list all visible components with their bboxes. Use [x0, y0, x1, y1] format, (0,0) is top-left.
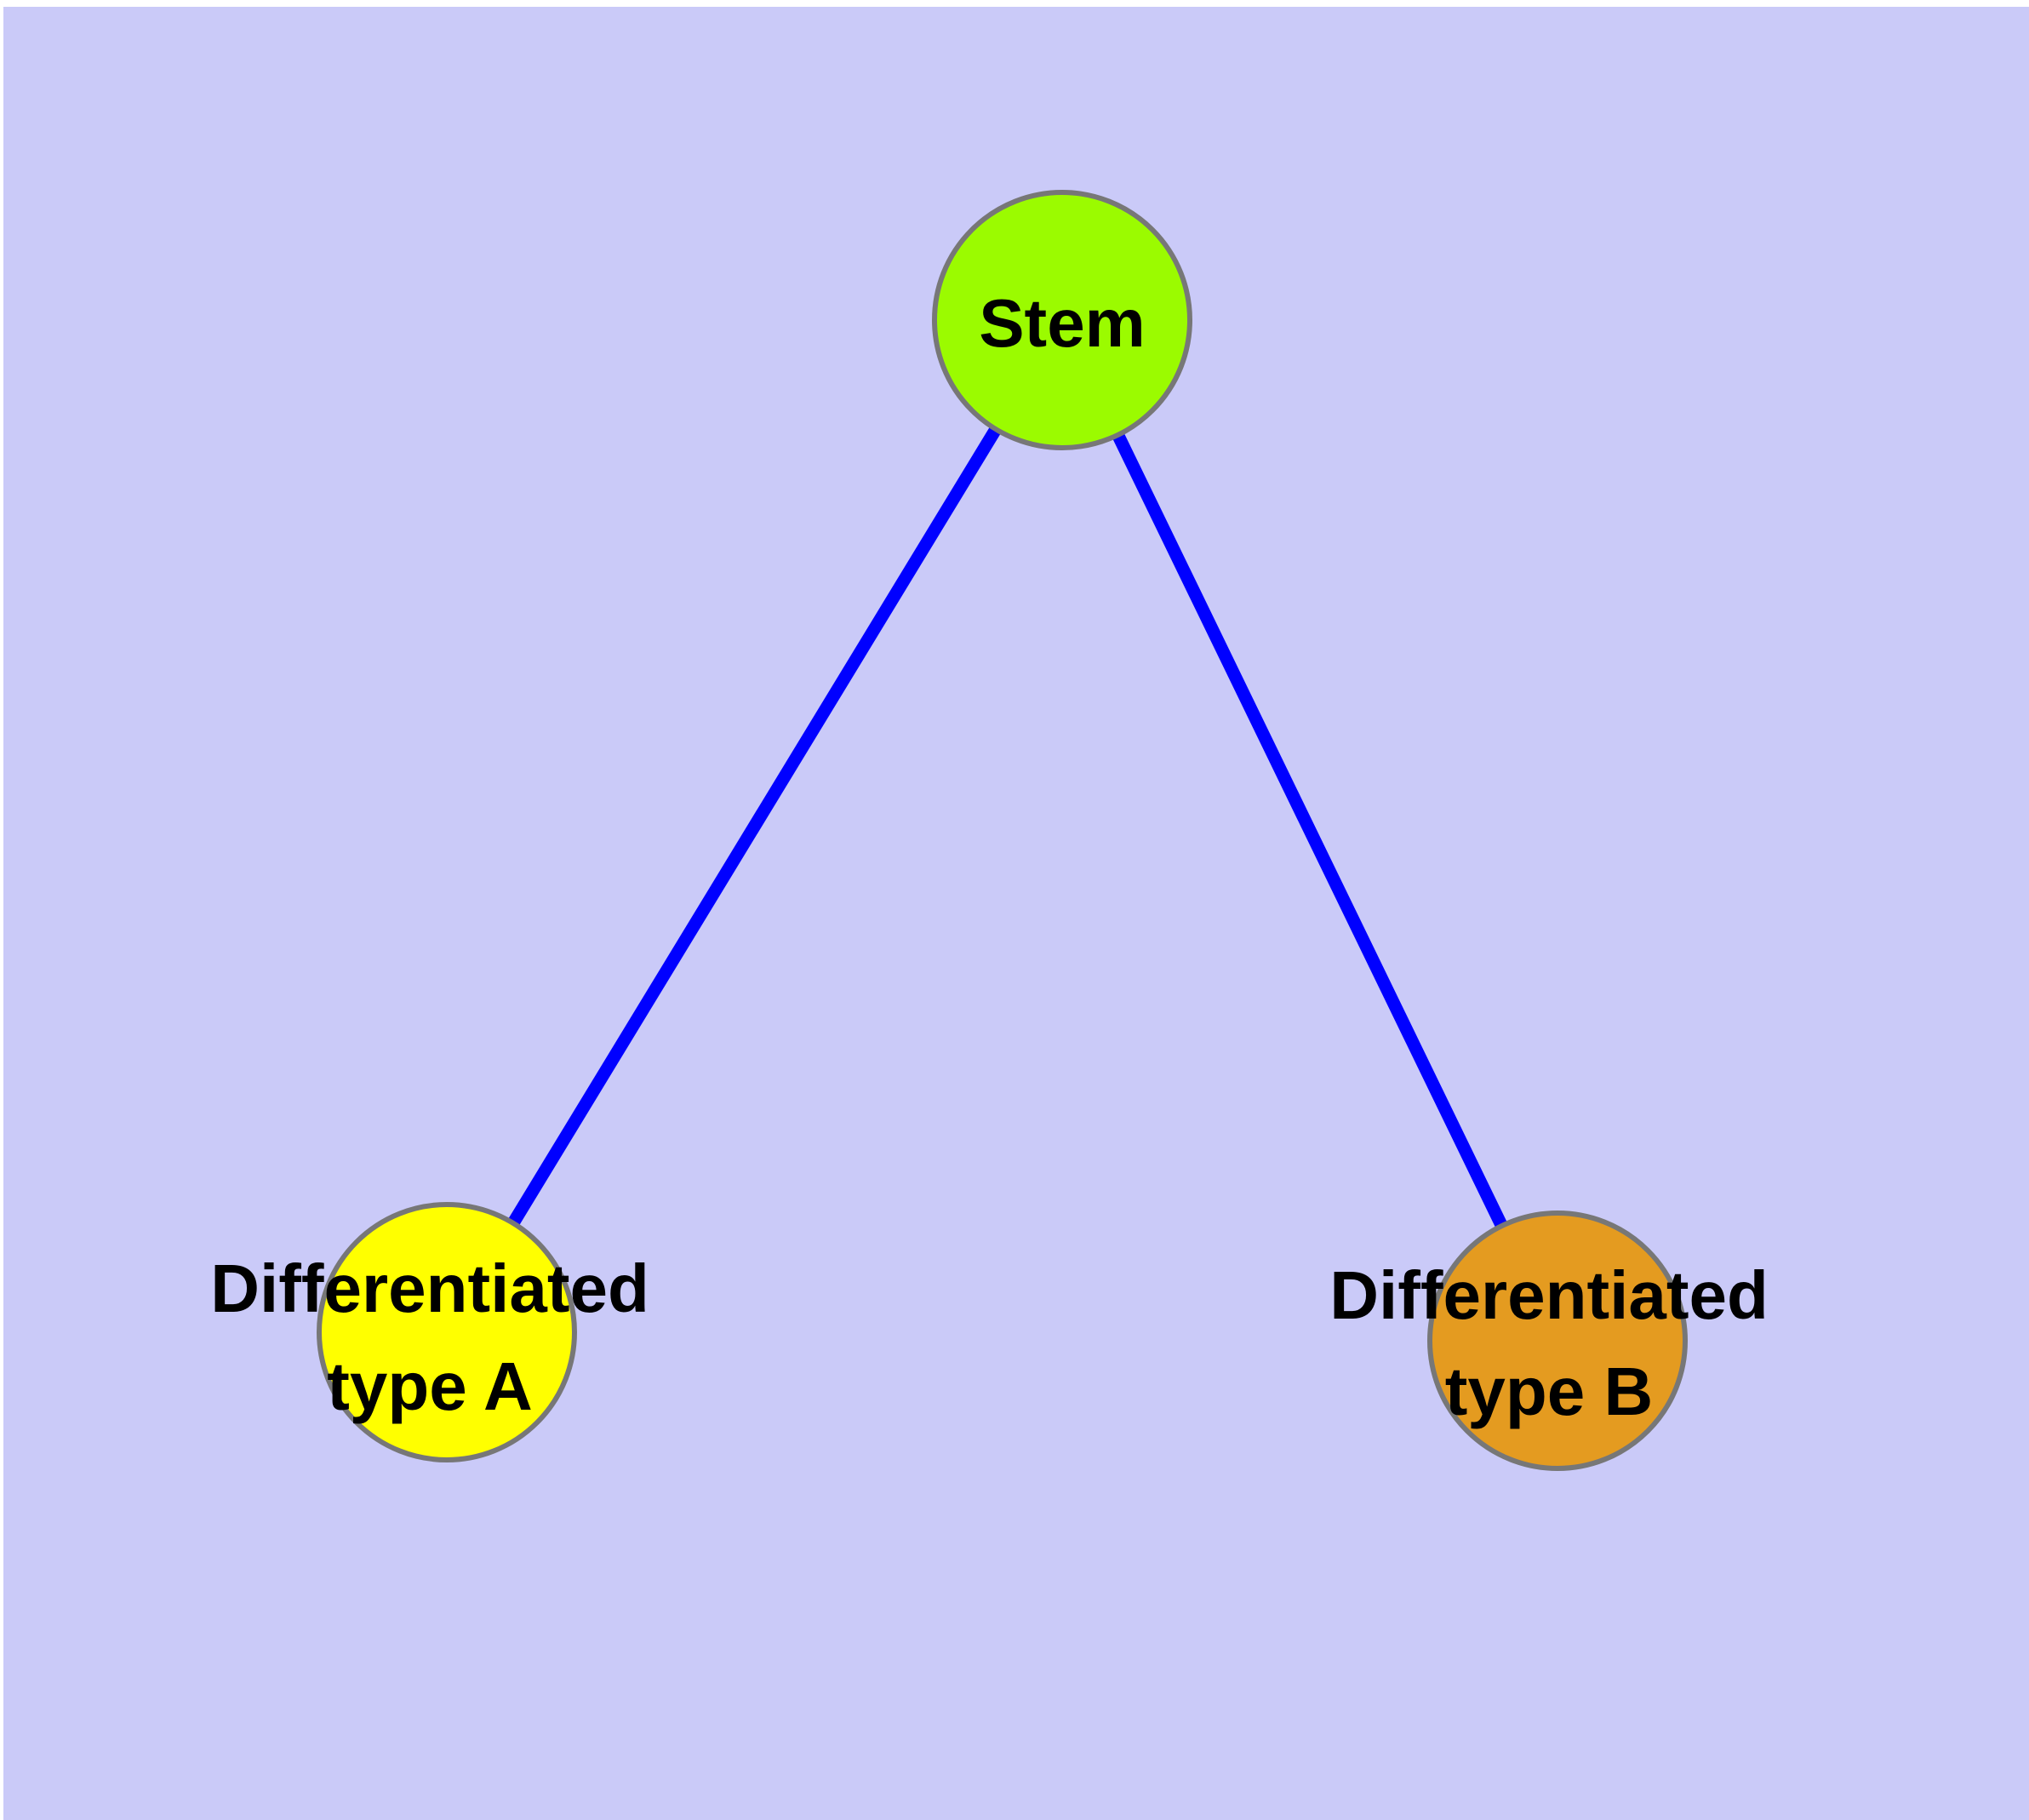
edge-stem-to-type-a — [441, 317, 1068, 1336]
differentiated-type-b-node — [1427, 1210, 1688, 1471]
stem-node-label: Stem — [979, 285, 1146, 361]
differentiated-type-a-label-line1: Differentiated — [210, 1251, 649, 1326]
differentiated-type-b-label-line2: type B — [1445, 1354, 1654, 1429]
differentiated-type-a-node — [317, 1202, 577, 1462]
differentiated-type-b-label-line1: Differentiated — [1329, 1257, 1769, 1333]
differentiated-type-a-label-line2: type A — [327, 1348, 533, 1424]
stem-node — [932, 190, 1192, 450]
edge-stem-to-type-b — [1056, 317, 1563, 1344]
